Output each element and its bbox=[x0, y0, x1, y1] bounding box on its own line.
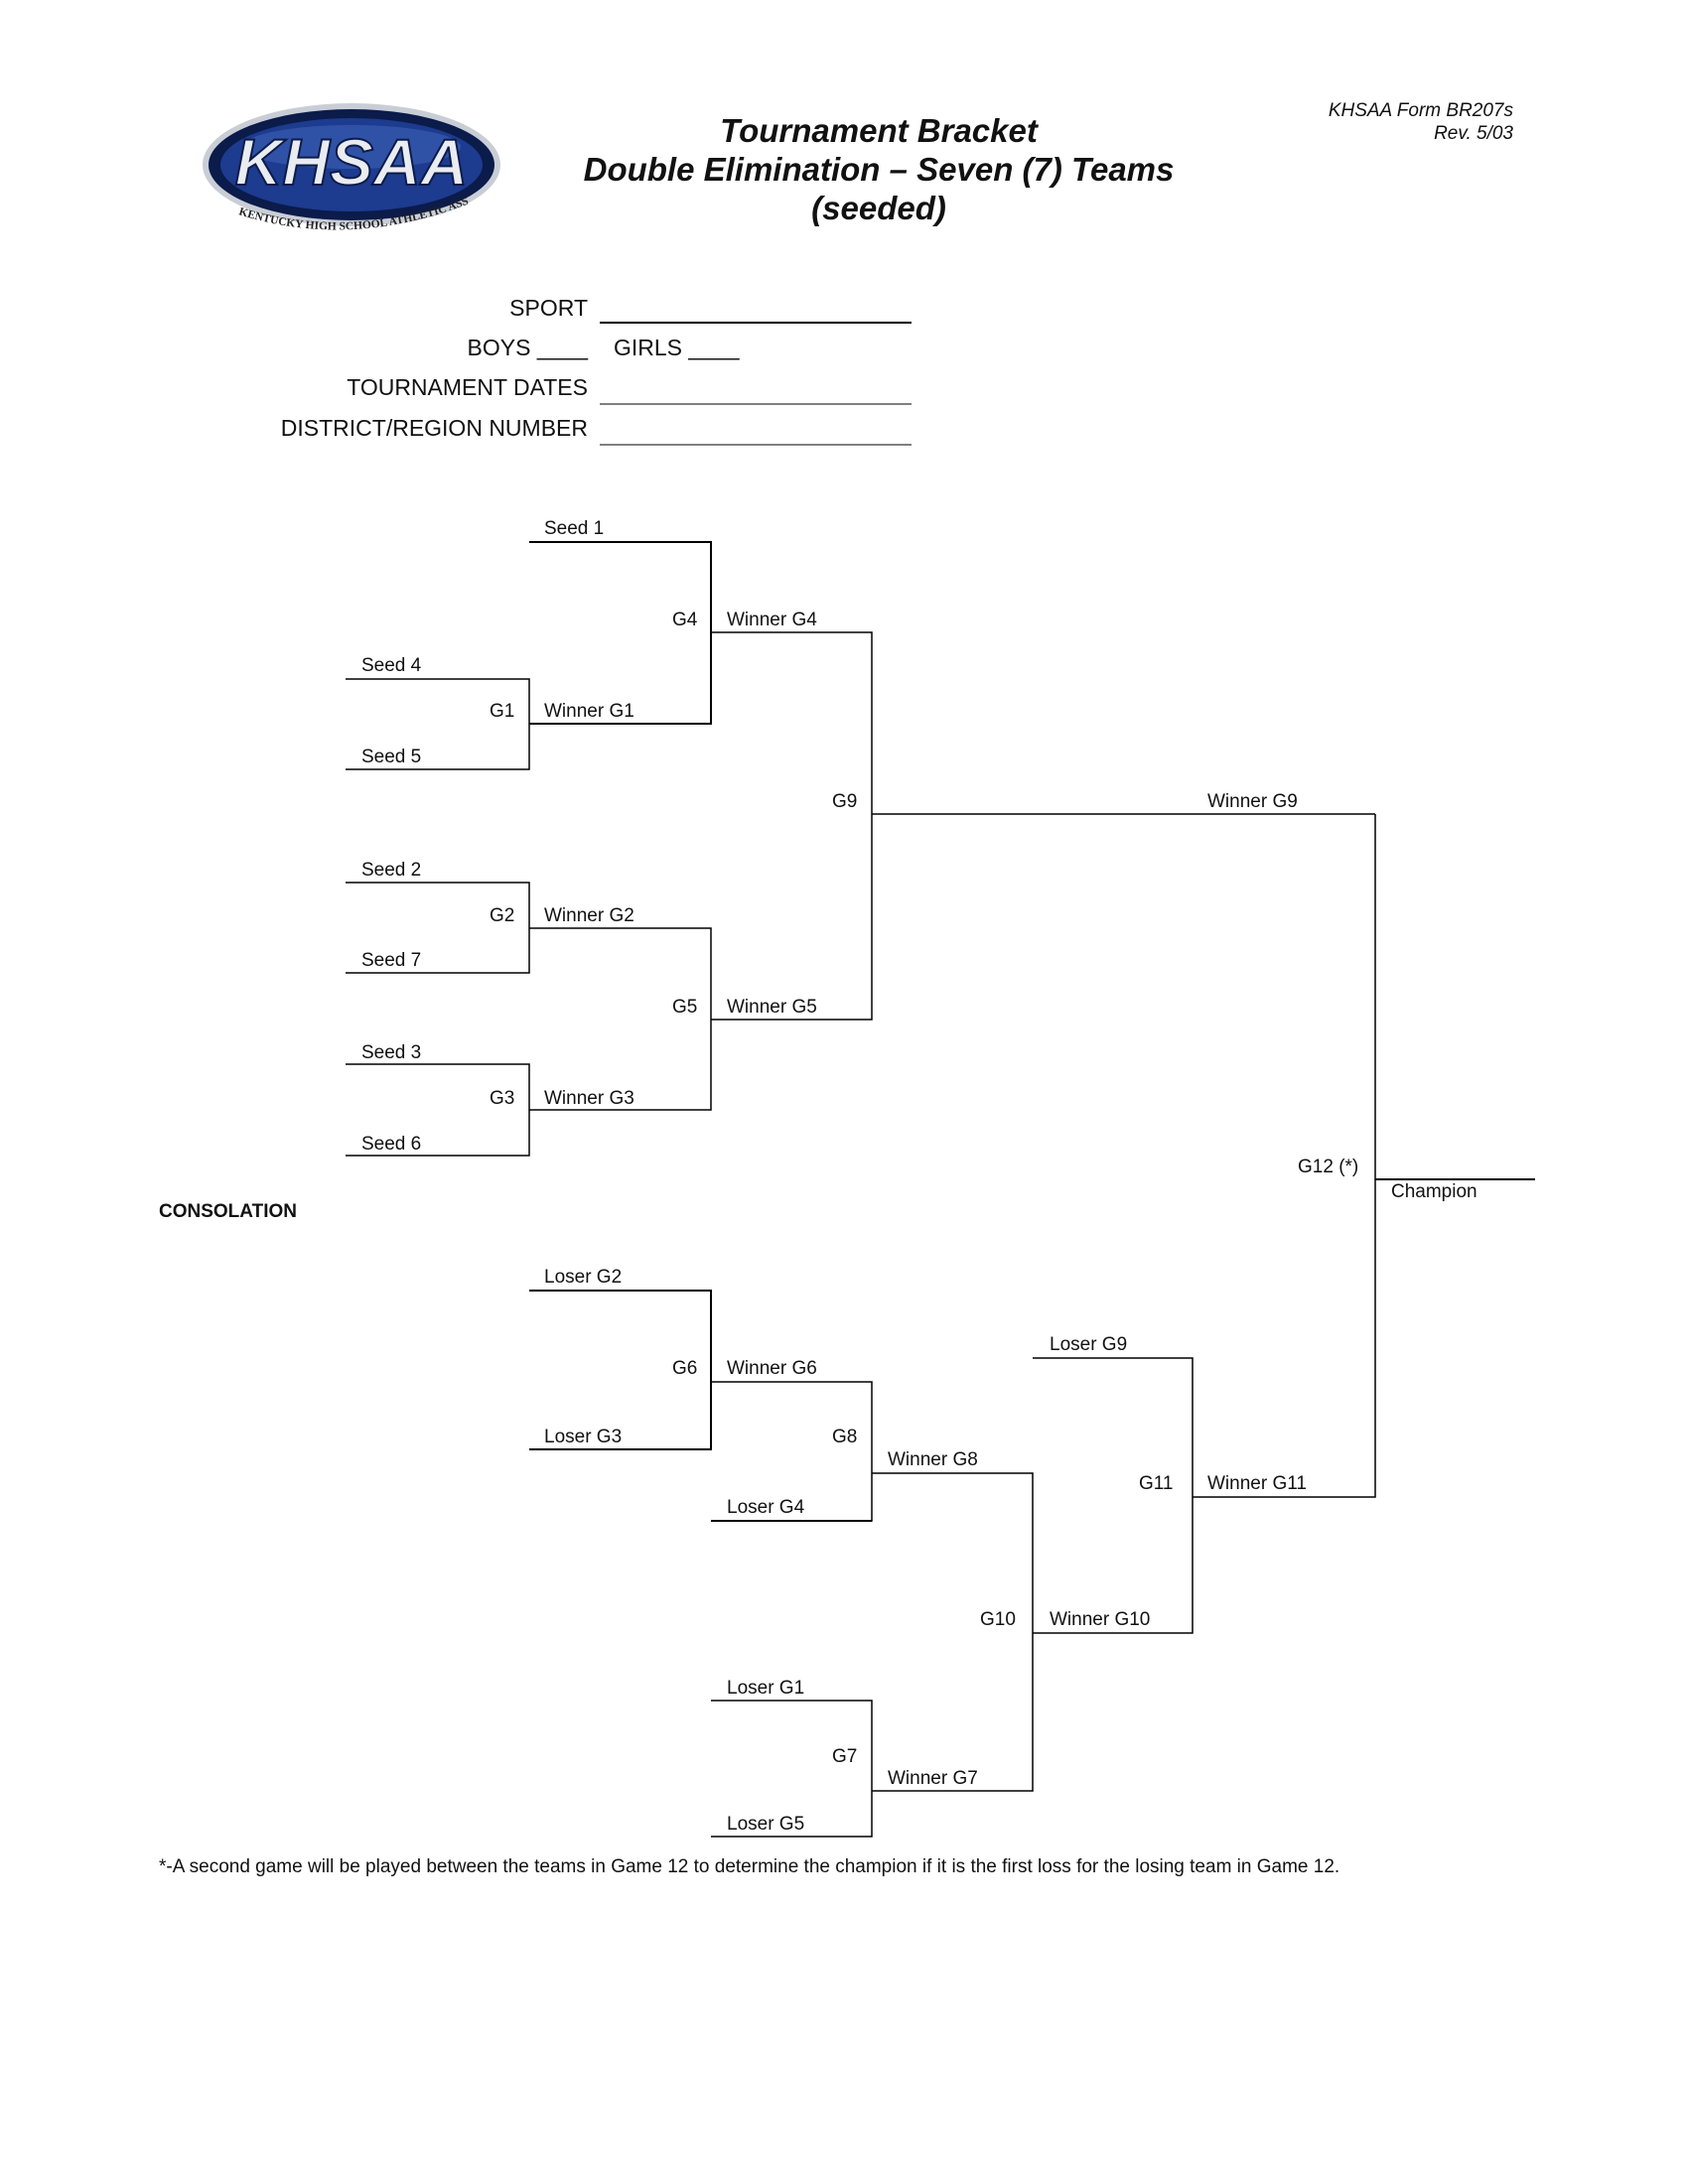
winner-g7-label: Winner G7 bbox=[888, 1768, 978, 1789]
loser-g3-label: Loser G3 bbox=[544, 1427, 623, 1447]
document-title: Tournament Bracket Double Elimination – … bbox=[467, 111, 1291, 227]
form-id: KHSAA Form BR207s Rev. 5/03 bbox=[1329, 99, 1513, 145]
seed-3-label: Seed 3 bbox=[361, 1042, 422, 1063]
loser-g2-label: Loser G2 bbox=[544, 1267, 623, 1288]
game-g2-label: G2 bbox=[490, 905, 515, 926]
winner-g3-label: Winner G3 bbox=[544, 1088, 634, 1109]
game-g6-label: G6 bbox=[672, 1358, 698, 1379]
game-g1-label: G1 bbox=[490, 701, 515, 722]
game-g10-label: G10 bbox=[980, 1609, 1016, 1630]
seed-5-label: Seed 5 bbox=[361, 747, 422, 767]
title-line-1: Tournament Bracket bbox=[720, 112, 1038, 149]
seed-2-label: Seed 2 bbox=[361, 860, 422, 881]
boys-label[interactable]: BOYS ____ bbox=[467, 335, 588, 360]
logo-wordmark: KHSAA bbox=[235, 125, 469, 199]
winner-g6-label: Winner G6 bbox=[727, 1358, 817, 1379]
loser-g9-label: Loser G9 bbox=[1050, 1334, 1128, 1355]
form-number: KHSAA Form BR207s bbox=[1328, 100, 1513, 121]
seed-6-label: Seed 6 bbox=[361, 1134, 422, 1155]
loser-g1-label: Loser G1 bbox=[727, 1678, 805, 1699]
title-line-2: Double Elimination – Seven (7) Teams bbox=[583, 151, 1175, 188]
winner-g9-label: Winner G9 bbox=[1207, 791, 1298, 812]
winner-g4-label: Winner G4 bbox=[727, 610, 817, 630]
game-g7-label: G7 bbox=[832, 1746, 858, 1767]
seed-1-label: Seed 1 bbox=[544, 518, 605, 539]
champion-label: Champion bbox=[1391, 1181, 1477, 1202]
loser-g5-label: Loser G5 bbox=[727, 1814, 805, 1835]
form-revision: Rev. 5/03 bbox=[1434, 123, 1513, 144]
game-g8-label: G8 bbox=[832, 1427, 858, 1447]
game-g12-label: G12 (*) bbox=[1298, 1157, 1359, 1177]
winner-g8-label: Winner G8 bbox=[888, 1449, 978, 1470]
loser-g4-label: Loser G4 bbox=[727, 1497, 805, 1518]
winner-g11-label: Winner G11 bbox=[1207, 1473, 1307, 1494]
winner-g10-label: Winner G10 bbox=[1050, 1609, 1151, 1630]
seed-4-label: Seed 4 bbox=[361, 655, 422, 676]
consolation-heading: CONSOLATION bbox=[159, 1201, 297, 1222]
district-region-label: DISTRICT/REGION NUMBER bbox=[280, 415, 588, 441]
winner-g2-label: Winner G2 bbox=[544, 905, 634, 926]
sport-label: SPORT bbox=[509, 295, 588, 321]
tournament-dates-label: TOURNAMENT DATES bbox=[347, 374, 588, 400]
footnote: *-A second game will be played between t… bbox=[159, 1856, 1340, 1877]
game-g11-label: G11 bbox=[1139, 1473, 1174, 1494]
game-g9-label: G9 bbox=[832, 791, 858, 812]
winner-g5-label: Winner G5 bbox=[727, 997, 817, 1018]
game-g5-label: G5 bbox=[672, 997, 698, 1018]
title-line-3: (seeded) bbox=[811, 190, 946, 226]
seed-7-label: Seed 7 bbox=[361, 950, 422, 971]
girls-label[interactable]: GIRLS ____ bbox=[614, 335, 740, 360]
winner-g1-label: Winner G1 bbox=[544, 701, 634, 722]
game-g3-label: G3 bbox=[490, 1088, 515, 1109]
game-g4-label: G4 bbox=[672, 610, 698, 630]
khsaa-logo: KHSAA KENTUCKY HIGH SCHOOL ATHLETIC ASSO… bbox=[199, 91, 500, 232]
